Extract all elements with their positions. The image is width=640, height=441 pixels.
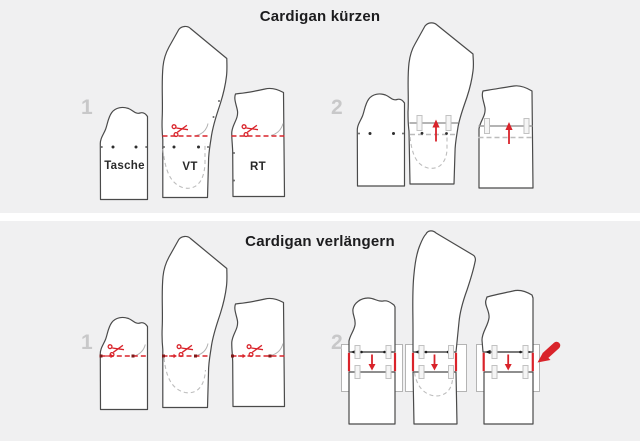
piece-label-front: VT — [182, 161, 198, 173]
step-number: 1 — [81, 96, 93, 119]
panel-title-lengthen: Cardigan verlängern — [245, 233, 395, 250]
piece-label-back: RT — [250, 161, 266, 173]
step-number: 2 — [331, 96, 343, 119]
step-number: 1 — [81, 331, 93, 354]
step-number: 2 — [331, 331, 343, 354]
piece-label-pocket: Tasche — [104, 160, 145, 172]
panel-title-shorten: Cardigan kürzen — [259, 8, 381, 25]
